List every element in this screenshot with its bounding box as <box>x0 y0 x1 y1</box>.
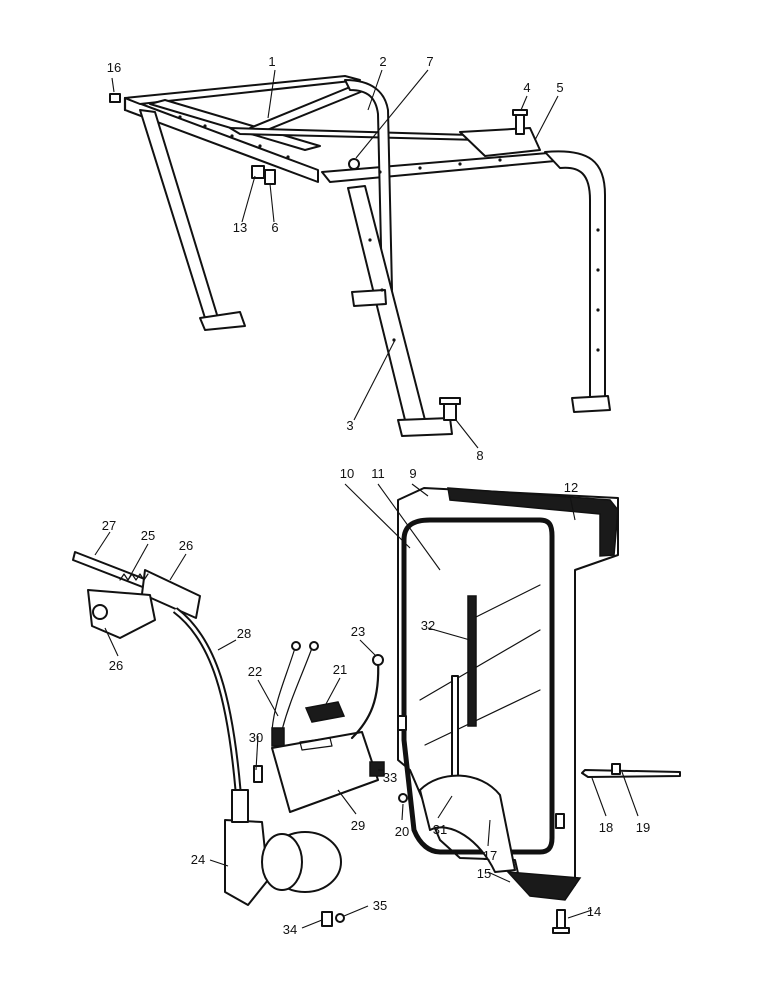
callout-18: 18 <box>599 820 613 835</box>
callout-34: 34 <box>283 922 297 937</box>
callout-9: 9 <box>409 466 416 481</box>
bolt-4 <box>512 109 528 135</box>
callout-17: 17 <box>483 848 497 863</box>
callout-8: 8 <box>476 448 483 463</box>
callout-19: 19 <box>636 820 650 835</box>
wiper-assembly <box>72 551 385 927</box>
callout-10: 10 <box>340 466 354 481</box>
callout-3: 3 <box>346 418 353 433</box>
bolt-16 <box>109 93 121 103</box>
callout-23: 23 <box>351 624 365 639</box>
callout-2: 2 <box>379 54 386 69</box>
rod-18-19 <box>581 763 681 778</box>
callout-14: 14 <box>587 904 601 919</box>
callout-26-top: 26 <box>179 538 193 553</box>
callout-1: 1 <box>268 54 275 69</box>
callout-32: 32 <box>421 618 435 633</box>
bolt-8 <box>439 397 461 421</box>
callout-35: 35 <box>373 898 387 913</box>
callout-31: 31 <box>433 822 447 837</box>
callout-4: 4 <box>523 80 530 95</box>
callout-24: 24 <box>191 852 205 867</box>
clamp-6-13 <box>251 165 276 185</box>
callout-12: 12 <box>564 480 578 495</box>
callout-13: 13 <box>233 220 247 235</box>
callout-30: 30 <box>249 730 263 745</box>
callout-labels: 1 2 3 4 5 6 7 8 9 10 11 12 13 14 15 16 1… <box>102 54 650 937</box>
nut-7 <box>348 158 360 170</box>
leader-lines <box>94 69 639 929</box>
frame-holes <box>178 115 600 352</box>
callout-29: 29 <box>351 818 365 833</box>
callout-33: 33 <box>383 770 397 785</box>
callout-22: 22 <box>248 664 262 679</box>
callout-28: 28 <box>237 626 251 641</box>
door-panel <box>397 487 619 901</box>
callout-20: 20 <box>395 824 409 839</box>
callout-27: 27 <box>102 518 116 533</box>
callout-6: 6 <box>271 220 278 235</box>
callout-11: 11 <box>371 466 385 481</box>
callout-25: 25 <box>141 528 155 543</box>
callout-16: 16 <box>107 60 121 75</box>
callout-26-bottom: 26 <box>109 658 123 673</box>
callout-7: 7 <box>426 54 433 69</box>
callout-15: 15 <box>477 866 491 881</box>
bolt-14 <box>552 909 570 934</box>
callout-5: 5 <box>556 80 563 95</box>
callout-21: 21 <box>333 662 347 677</box>
roll-frame <box>109 75 611 437</box>
bolt-20 <box>398 793 408 803</box>
